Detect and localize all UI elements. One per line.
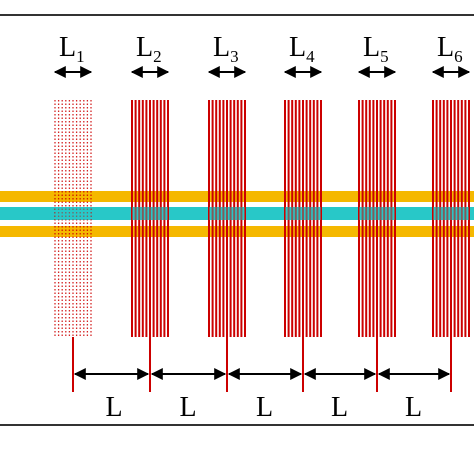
spacing-label-5: L	[405, 392, 423, 423]
grating-core-overlay	[55, 207, 91, 220]
grating-length-label-5: L5	[363, 32, 389, 66]
grating-length-label-1: L1	[59, 32, 85, 66]
grating-core-overlay	[209, 207, 245, 220]
spacing-label-1: L	[105, 392, 123, 423]
grating-core-overlay	[285, 207, 321, 220]
grating-label-main: L	[437, 32, 455, 63]
grating-2	[131, 100, 169, 392]
dimension-arrows	[53, 66, 471, 380]
grating-length-label-6: L6	[437, 32, 463, 66]
grating-label-main: L	[213, 32, 231, 63]
grating-core-overlay	[433, 207, 469, 220]
grating-label-subscript: 6	[454, 47, 463, 66]
spacing-label-4: L	[331, 392, 349, 423]
grating-label-subscript: 3	[230, 47, 239, 66]
grating-array	[54, 100, 470, 392]
grating-label-main: L	[289, 32, 307, 63]
grating-3	[208, 100, 246, 392]
grating-label-main: L	[59, 32, 77, 63]
grating-label-main: L	[363, 32, 381, 63]
grating-label-subscript: 4	[306, 47, 315, 66]
grating-core-overlay	[132, 207, 168, 220]
grating-label-subscript: 1	[76, 47, 85, 66]
grating-label-subscript: 2	[153, 47, 162, 66]
grating-length-label-4: L4	[289, 32, 315, 66]
grating-5	[358, 100, 396, 392]
grating-label-subscript: 5	[380, 47, 389, 66]
spacing-label-3: L	[256, 392, 274, 423]
grating-length-label-3: L3	[213, 32, 239, 66]
grating-length-label-2: L2	[136, 32, 162, 66]
spacing-label-2: L	[179, 392, 197, 423]
grating-label-main: L	[136, 32, 154, 63]
grating-core-overlay	[359, 207, 395, 220]
grating-1	[54, 100, 92, 392]
grating-4	[284, 100, 322, 392]
grating-6	[432, 100, 470, 392]
